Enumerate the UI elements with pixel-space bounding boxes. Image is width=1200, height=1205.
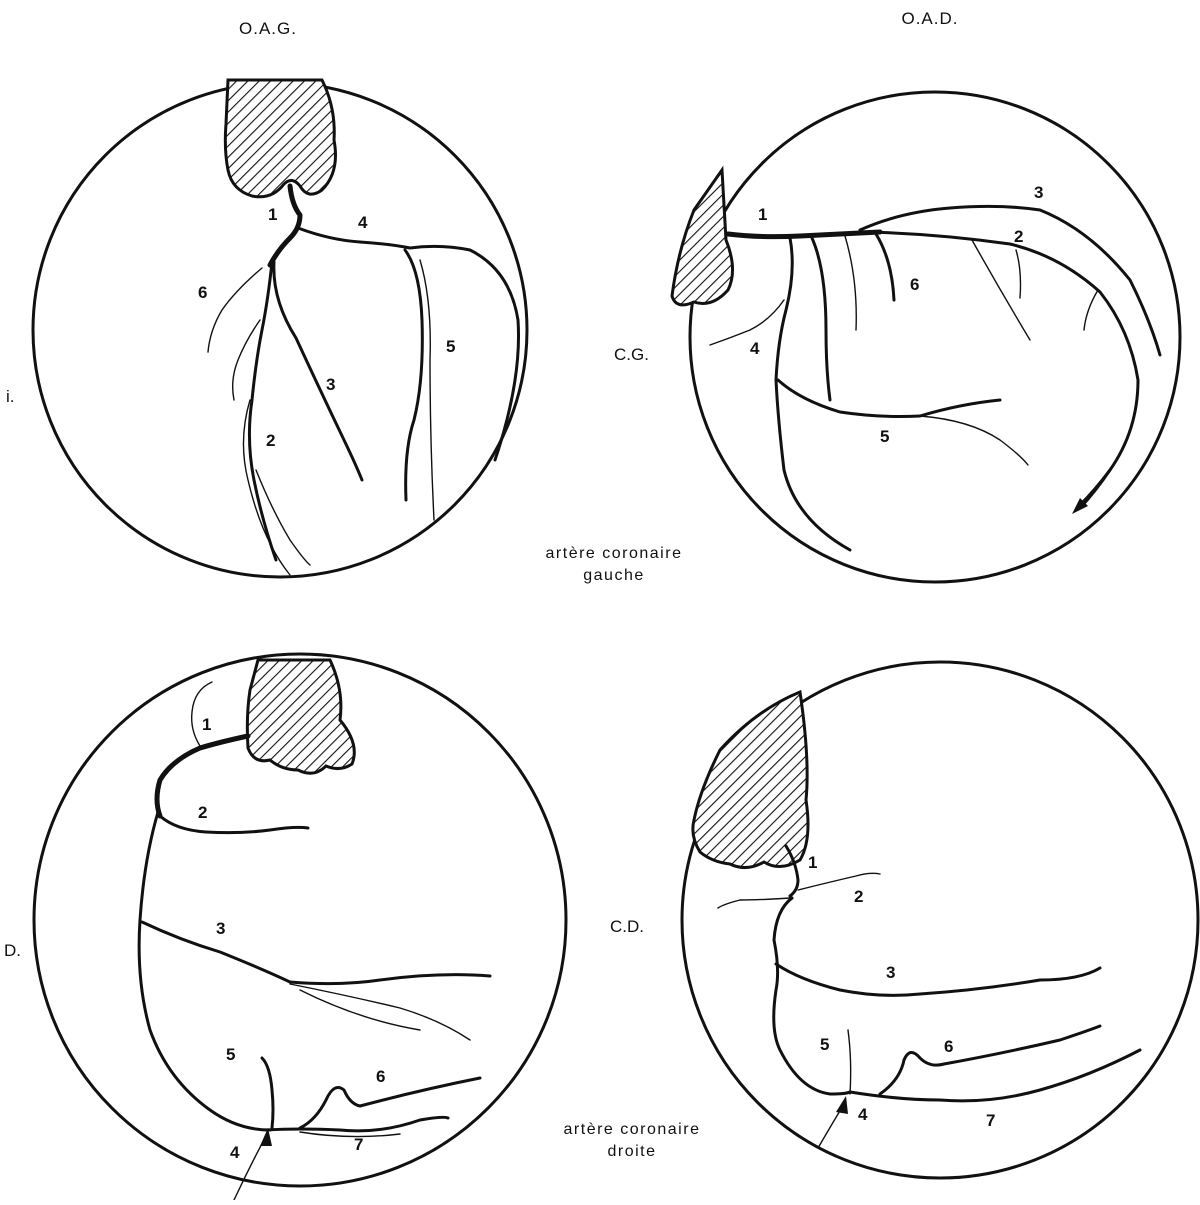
vessel-6 <box>300 1078 480 1128</box>
vessel-7 <box>300 1132 400 1137</box>
label-3: 3 <box>1034 183 1043 202</box>
label-2: 2 <box>198 803 207 822</box>
aorta-shape <box>247 660 354 773</box>
vessel-5 <box>778 380 1000 417</box>
panel-right-coronary-oag: 1 2 3 5 6 4 7 D. <box>4 654 566 1200</box>
label-3: 3 <box>216 919 225 938</box>
vessel-6 <box>880 1026 1100 1094</box>
label-5: 5 <box>446 337 455 356</box>
label-1: 1 <box>808 853 817 872</box>
vessel-2 <box>798 873 880 890</box>
direction-arrow-line <box>1080 470 1110 508</box>
vessel-5 <box>405 250 422 500</box>
label-3: 3 <box>886 963 895 982</box>
caption-right-line2: droite <box>607 1143 656 1160</box>
label-6: 6 <box>376 1067 385 1086</box>
panel-circle <box>690 92 1180 582</box>
label-2: 2 <box>266 431 275 450</box>
aorta-shape <box>225 80 335 197</box>
panel-left-coronary-oad: 1 3 2 6 4 5 C.G. <box>614 92 1180 582</box>
vessel-3 <box>274 262 362 480</box>
vessel-2 <box>160 816 308 833</box>
label-7: 7 <box>986 1111 995 1130</box>
label-4: 4 <box>750 339 760 358</box>
label-1: 1 <box>268 205 277 224</box>
vessel-4 <box>850 1050 1140 1101</box>
vessel-4 <box>266 1117 448 1131</box>
vessel-3 <box>860 206 1160 355</box>
caption-left-line1: artère coronaire <box>546 545 683 562</box>
label-5: 5 <box>226 1045 235 1064</box>
vessel-5-twig <box>920 416 1028 465</box>
vessel-1-twig <box>192 682 212 746</box>
vessel-main-descending <box>139 812 270 1130</box>
panel-right-coronary-oad: 1 2 3 5 6 4 7 C.D. <box>610 662 1198 1178</box>
label-6: 6 <box>910 275 919 294</box>
label-2: 2 <box>1014 227 1023 246</box>
vessel-1 <box>728 232 880 237</box>
vessel-6 <box>208 268 262 352</box>
vessel-6-twig-a <box>845 236 856 330</box>
vessel-3-twig <box>290 984 470 1040</box>
side-label: C.D. <box>610 917 644 936</box>
label-4: 4 <box>358 213 368 232</box>
label-3: 3 <box>326 375 335 394</box>
vessel-5 <box>848 1030 851 1094</box>
vessel-6 <box>876 234 894 300</box>
side-label: i. <box>6 387 15 406</box>
vessel-5 <box>262 1058 273 1128</box>
label-6: 6 <box>944 1037 953 1056</box>
vessel-5-twig <box>420 260 434 520</box>
label-6: 6 <box>198 283 207 302</box>
label-5: 5 <box>880 427 889 446</box>
panel-left-coronary-oag: 1 4 6 5 3 2 i. <box>6 80 527 577</box>
direction-arrow-head <box>836 1096 848 1114</box>
vessel-trunk <box>270 186 300 265</box>
vessel-3 <box>776 964 1100 995</box>
side-label: D. <box>4 941 21 960</box>
vessel-4-twig <box>710 300 784 345</box>
label-2: 2 <box>854 887 863 906</box>
label-1: 1 <box>758 205 767 224</box>
view-label-oag: O.A.G. <box>239 19 297 38</box>
caption-right-line1: artère coronaire <box>564 1121 701 1138</box>
vessel-2-twig-a <box>1084 290 1098 330</box>
vessel-6-twig-b <box>812 238 830 400</box>
side-label: C.G. <box>614 345 649 364</box>
caption-left-line2: gauche <box>583 567 645 584</box>
vessel-3-twig-b <box>300 990 420 1030</box>
vessel-2-twig-c <box>972 240 1030 340</box>
label-4: 4 <box>858 1105 868 1124</box>
vessel-2 <box>249 262 276 560</box>
label-5: 5 <box>820 1035 829 1054</box>
vessel-3 <box>142 922 490 984</box>
label-7: 7 <box>354 1135 363 1154</box>
label-1: 1 <box>202 715 211 734</box>
vessel-4 <box>298 228 519 460</box>
vessel-main-descending <box>774 898 850 1094</box>
vessel-2-twig-b <box>1016 250 1021 298</box>
vessel-2 <box>870 232 1138 505</box>
vessel-4 <box>776 238 850 550</box>
aorta-shape <box>693 692 808 868</box>
aorta-shape <box>672 170 733 305</box>
view-label-oad: O.A.D. <box>901 9 958 28</box>
label-4: 4 <box>230 1143 240 1162</box>
vessel-2-twig <box>718 898 790 908</box>
